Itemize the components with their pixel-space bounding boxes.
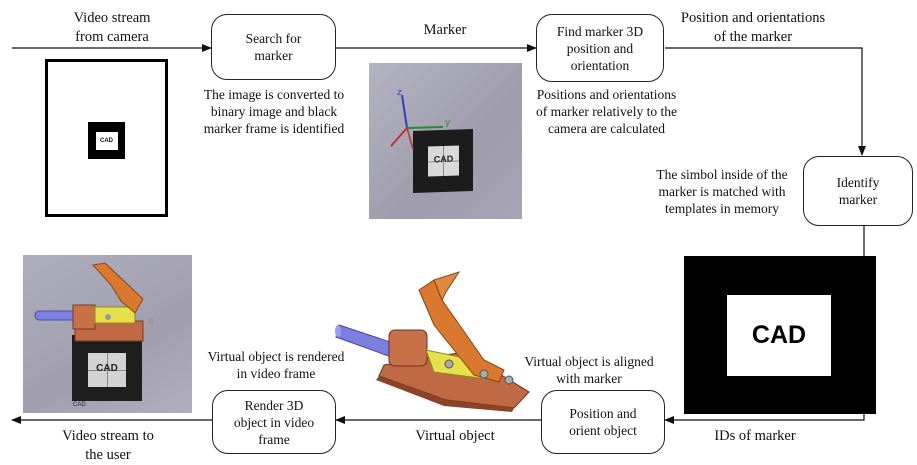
position-orientations-label: Position and orientations of the marker bbox=[680, 10, 826, 45]
find-3d-box: Find marker 3D position and orientation bbox=[536, 14, 664, 82]
marker-photo: CAD z y bbox=[369, 63, 522, 219]
render-3d-label: Render 3D object in video frame bbox=[233, 397, 315, 447]
video-stream-camera-label: Video stream from camera bbox=[73, 10, 151, 45]
axes-gizmo: z y bbox=[390, 88, 451, 150]
small-marker: CAD bbox=[88, 122, 125, 159]
identify-marker-box: Identify marker bbox=[803, 156, 913, 226]
identify-marker-label: Identify marker bbox=[836, 175, 880, 207]
arrow-find-to-identify bbox=[665, 47, 866, 156]
render-marker: CAD bbox=[72, 335, 142, 401]
small-marker-text: CAD bbox=[100, 137, 113, 144]
render-clamp bbox=[34, 262, 154, 342]
symbol-description: The simbol inside of the marker is match… bbox=[656, 167, 788, 216]
render-marker-text: CAD bbox=[96, 363, 118, 374]
large-marker: CAD bbox=[684, 256, 876, 414]
video-stream-user-label: Video stream to the user bbox=[62, 428, 154, 463]
binary-description: The image is converted to binary image a… bbox=[203, 87, 345, 136]
marker-edge-label: Marker bbox=[423, 22, 467, 38]
ids-of-marker-label: IDs of marker bbox=[714, 428, 796, 444]
render-3d-box: Render 3D object in video frame bbox=[212, 390, 336, 454]
virtual-object-label: Virtual object bbox=[415, 428, 495, 444]
camera-frame-image: CAD bbox=[45, 59, 168, 217]
virtual-object-clamp bbox=[335, 271, 530, 412]
positions-description: Positions and orientations of marker rel… bbox=[536, 87, 677, 136]
rendered-description: Virtual object is rendered in video fram… bbox=[207, 349, 345, 381]
search-marker-label: Search for marker bbox=[245, 31, 302, 63]
aligned-description: Virtual object is aligned with marker bbox=[524, 354, 654, 386]
position-orient-label: Position and orient object bbox=[569, 406, 637, 438]
large-marker-text: CAD bbox=[751, 321, 807, 349]
axis-y-label: y bbox=[445, 118, 451, 128]
rendered-ar-frame: CAD CAD bbox=[23, 255, 192, 413]
position-orient-box: Position and orient object bbox=[541, 390, 665, 454]
search-marker-box: Search for marker bbox=[211, 14, 336, 80]
render-caption: CAD bbox=[73, 402, 86, 408]
find-3d-label: Find marker 3D position and orientation bbox=[556, 23, 644, 73]
axis-z-label: z bbox=[397, 88, 402, 98]
